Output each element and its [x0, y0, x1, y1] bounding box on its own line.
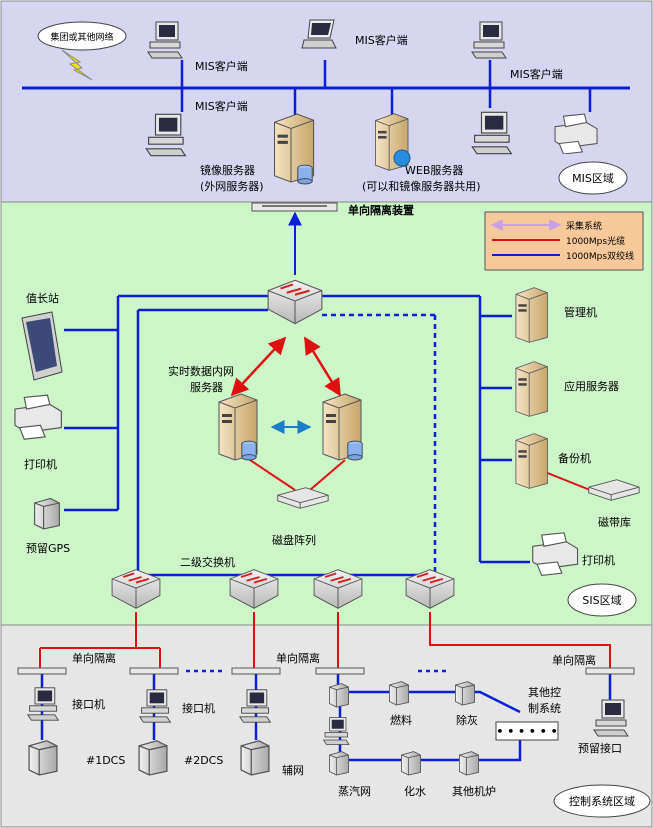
isolation-device-label: 单向隔离装置 — [348, 203, 414, 217]
legend-collect: 采集系统 — [566, 220, 602, 232]
tablet-icon — [21, 311, 63, 381]
globe-icon — [393, 149, 411, 167]
aux-cabinet-icon — [240, 740, 270, 776]
printer-right-label: 打印机 — [582, 553, 615, 567]
mis-client-label: MIS客户端 — [195, 99, 248, 113]
mgmt-server-icon — [515, 287, 548, 343]
legend-twisted: 1000Mps双绞线 — [566, 250, 634, 262]
dcs2-label: #2DCS — [184, 754, 223, 767]
legend: 采集系统 1000Mps光缆 1000Mps双绞线 — [484, 211, 644, 271]
boiler-label: 其他机炉 — [452, 784, 496, 798]
backup-server-icon — [515, 433, 548, 489]
mirror-server-label: 镜像服务器 — [200, 163, 255, 177]
web-server-label: WEB服务器 — [405, 164, 463, 177]
isolation-label: 单向隔离 — [72, 651, 116, 665]
chem-label: 化水 — [404, 784, 426, 798]
realtime-server-label-2: 服务器 — [190, 381, 223, 394]
gps-device-icon — [34, 497, 60, 530]
chem-node-icon — [401, 751, 421, 776]
gps-label: 预留GPS — [26, 542, 70, 555]
app-server-label: 应用服务器 — [564, 379, 619, 393]
disk-icon — [241, 440, 257, 461]
mis-client-label: MIS客户端 — [355, 33, 408, 47]
mirror-server-sub: (外网服务器) — [200, 180, 264, 193]
printer-left-label: 打印机 — [24, 457, 57, 471]
fuel-node-icon — [389, 681, 409, 706]
isolation-bar-icon — [17, 667, 67, 675]
ash-label: 除灰 — [456, 713, 478, 727]
other-ctrl-box — [495, 721, 559, 741]
isolation-bar-icon — [315, 667, 365, 675]
disk-icon — [347, 440, 363, 461]
steam-node-icon — [329, 751, 349, 776]
app-server-icon — [515, 361, 548, 417]
dcs-cabinet-icon — [138, 740, 168, 776]
control-zone-label: 控制系统区域 — [569, 794, 635, 808]
dcs1-label: #1DCS — [86, 754, 125, 767]
interface-label: 接口机 — [72, 697, 105, 711]
tape-label: 磁带库 — [598, 516, 631, 529]
ash-node-icon — [455, 681, 475, 706]
mis-client-label: MIS客户端 — [195, 59, 248, 73]
isolation-bar-icon — [129, 667, 179, 675]
mgmt-label: 管理机 — [564, 305, 597, 319]
mis-client-label: MIS客户端 — [510, 67, 563, 81]
disk-array-label: 磁盘阵列 — [272, 533, 316, 547]
other-ctrl-label: 其他控 — [528, 685, 561, 699]
mis-zone-label: MIS区域 — [572, 172, 614, 185]
realtime-server-label: 实时数据内网 — [168, 364, 234, 378]
disk-icon — [297, 164, 313, 185]
isolation-bar-icon — [585, 667, 635, 675]
steam-label: 蒸汽网 — [338, 784, 371, 798]
node-icon — [329, 683, 349, 708]
isolation-label: 单向隔离 — [552, 653, 596, 667]
svg-text:• • • • • •: • • • • • • — [496, 725, 557, 738]
cloud-label: 集团或其他网络 — [50, 31, 113, 43]
duty-station-label: 值长站 — [26, 291, 59, 305]
cloud-network: 集团或其他网络 — [37, 21, 127, 81]
backup-label: 备份机 — [558, 451, 591, 465]
dcs-cabinet-icon — [28, 740, 58, 776]
fuel-label: 燃料 — [390, 713, 412, 727]
interface-label: 接口机 — [182, 701, 215, 715]
aux-label: 辅网 — [282, 763, 304, 777]
isolation-bar-icon — [231, 667, 281, 675]
reserve-iface-label: 预留接口 — [578, 742, 622, 755]
boiler-node-icon — [459, 751, 479, 776]
l2-switch-label: 二级交换机 — [180, 555, 235, 569]
web-server-sub: (可以和镜像服务器共用) — [362, 179, 481, 193]
isolation-label: 单向隔离 — [276, 651, 320, 665]
legend-fiber: 1000Mps光缆 — [566, 235, 625, 247]
other-ctrl-label-2: 制系统 — [528, 702, 561, 715]
sis-zone-label: SIS区域 — [582, 594, 621, 607]
